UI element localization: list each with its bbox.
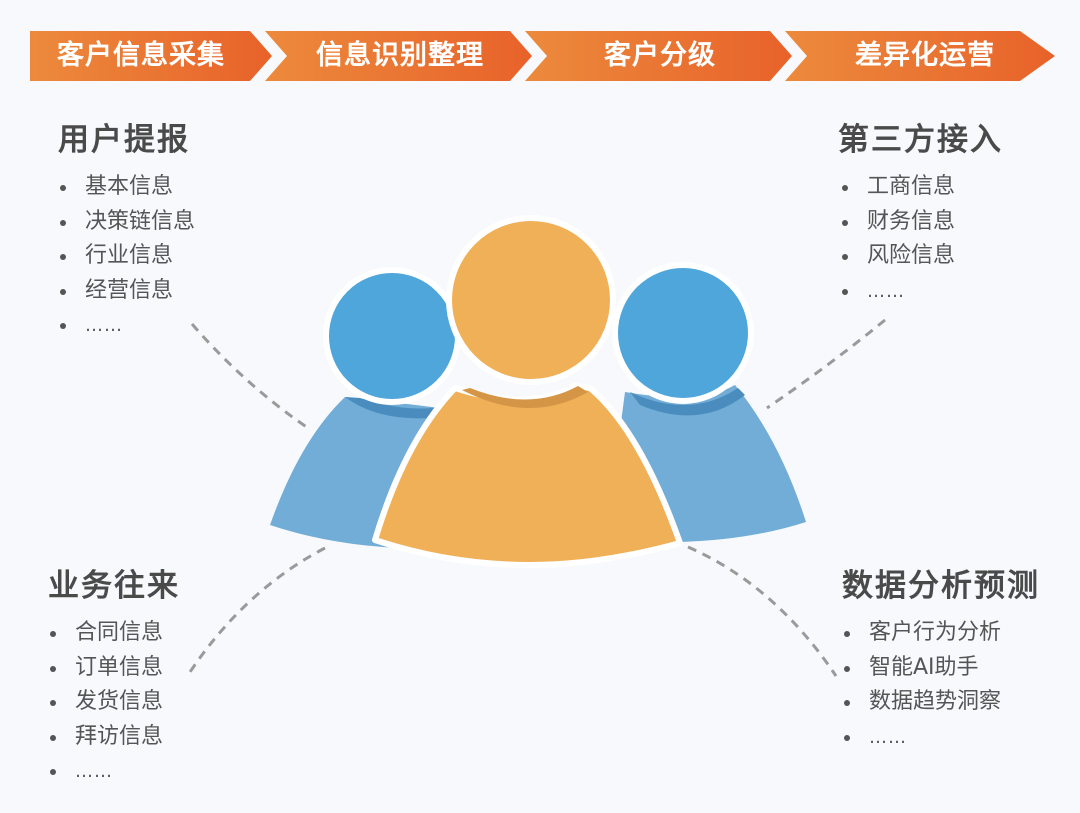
connector-bottom-right (687, 545, 838, 677)
bullet-icon (60, 219, 66, 226)
list-item: 行业信息 (58, 239, 195, 274)
list-item: 订单信息 (48, 651, 180, 686)
user-report-block: 用户提报 基本信息 决策链信息 行业信息 经营信息 …… (58, 120, 195, 344)
connector-top-left (190, 323, 309, 430)
bullet-icon (844, 700, 850, 706)
bullet-icon (844, 631, 850, 637)
step-1-label: 客户信息采集 (57, 40, 225, 71)
step-4-label: 差异化运营 (855, 40, 995, 71)
bullet-icon (60, 323, 66, 329)
list-item: 风险信息 (840, 239, 1003, 274)
connector-top-right (766, 318, 886, 410)
user-report-list: 基本信息 决策链信息 行业信息 经营信息 …… (58, 170, 195, 344)
step-3-label: 客户分级 (604, 40, 716, 71)
left-person-head (323, 267, 461, 405)
third-party-list: 工商信息 财务信息 风险信息 …… (840, 170, 1003, 309)
step-4-shape (785, 31, 1055, 81)
bullet-icon (50, 631, 56, 637)
list-item: 发货信息 (48, 685, 180, 720)
bullet-icon (842, 219, 848, 226)
process-flow-banner: 客户信息采集 信息识别整理 客户分级 差异化运营 (0, 0, 1080, 100)
step-2-label: 信息识别整理 (316, 40, 484, 71)
bullet-icon (50, 734, 56, 741)
step-3-shape (525, 31, 792, 81)
bullet-icon (50, 700, 56, 706)
bullet-icon (60, 185, 66, 191)
bullet-icon (60, 254, 66, 260)
bullet-icon (60, 288, 66, 295)
bullet-icon (50, 769, 56, 775)
center-person-head (446, 215, 616, 385)
analytics-title: 数据分析预测 (842, 568, 1040, 604)
list-item-more: …… (842, 720, 1040, 756)
dashed-connectors (188, 318, 886, 677)
connector-bottom-left (188, 546, 326, 673)
list-item: 财务信息 (840, 205, 1003, 240)
business-block: 业务往来 合同信息 订单信息 发货信息 拜访信息 …… (48, 566, 180, 790)
list-item: 基本信息 (58, 170, 195, 205)
list-item: 合同信息 (48, 616, 180, 651)
list-item-more: …… (48, 754, 180, 790)
list-item-more: …… (58, 308, 195, 344)
list-item: 拜访信息 (48, 720, 180, 755)
right-person-head (612, 262, 754, 404)
bullet-icon (50, 665, 56, 672)
list-item-more: …… (840, 274, 1003, 310)
user-report-title: 用户提报 (58, 122, 190, 158)
list-item: 数据趋势洞察 (842, 685, 1040, 720)
bullet-icon (842, 254, 848, 260)
third-party-title: 第三方接入 (838, 122, 1003, 158)
list-item: 智能AI助手 (842, 651, 1040, 686)
analytics-block: 数据分析预测 客户行为分析 智能AI助手 数据趋势洞察 …… (842, 566, 1040, 755)
analytics-list: 客户行为分析 智能AI助手 数据趋势洞察 …… (842, 616, 1040, 755)
third-party-block: 第三方接入 工商信息 财务信息 风险信息 …… (838, 120, 1003, 309)
business-title: 业务往来 (48, 568, 180, 604)
list-item: 决策链信息 (58, 205, 195, 240)
step-1-shape (30, 31, 272, 81)
step-2-shape (265, 31, 532, 81)
bullet-icon (842, 185, 848, 191)
business-list: 合同信息 订单信息 发货信息 拜访信息 …… (48, 616, 180, 790)
bullet-icon (844, 734, 850, 741)
bullet-icon (844, 665, 850, 672)
bullet-icon (842, 288, 848, 295)
chevron-arrows (30, 31, 1055, 81)
list-item: 客户行为分析 (842, 616, 1040, 651)
center-person-body (372, 383, 683, 568)
list-item: 工商信息 (840, 170, 1003, 205)
list-item: 经营信息 (58, 274, 195, 309)
